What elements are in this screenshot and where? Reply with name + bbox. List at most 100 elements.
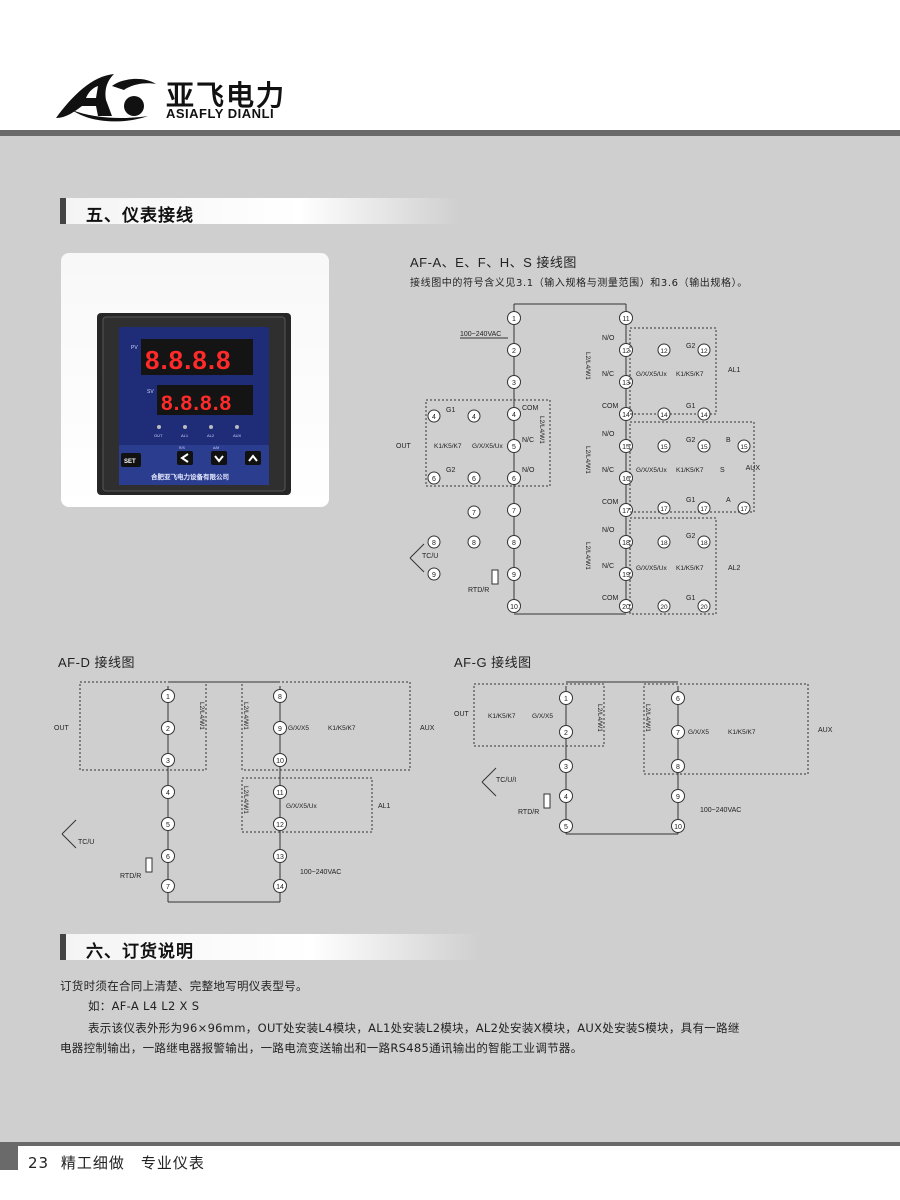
svg-text:18: 18 [622, 540, 630, 547]
svg-text:17: 17 [622, 508, 630, 515]
al2-label: AL2 [728, 565, 741, 572]
svg-text:1: 1 [166, 694, 170, 701]
g-aux-label: AUX [818, 727, 833, 734]
product-photo: PV SV 8.8.8.8 8.8.8.8 OUT AL1 AL2 AUX SE… [61, 253, 329, 507]
aux-nc-label: N/C [602, 467, 614, 474]
diagram-aes-note: 接线图中的符号含义见3.1（输入规格与测量范围）和3.6（输出规格）。 [410, 278, 748, 289]
page-number: 23 [28, 1154, 50, 1172]
svg-text:5: 5 [564, 824, 568, 831]
al1-label: AL1 [728, 367, 741, 374]
out-gx-label: G/X/X5/Ux [472, 443, 503, 450]
svg-text:16: 16 [622, 476, 630, 483]
brand-name-en: ASIAFLY DIANLI [166, 106, 275, 121]
svg-text:14: 14 [276, 884, 284, 891]
svg-text:8: 8 [472, 540, 476, 547]
svg-text:6: 6 [512, 476, 516, 483]
svg-text:2: 2 [166, 726, 170, 733]
page-header: 亚飞电力 ASIAFLY DIANLI [0, 0, 900, 136]
svg-text:15: 15 [622, 444, 630, 451]
module-label-out: L2/L4/W1 [538, 416, 545, 444]
tcu-label: TC/U [422, 553, 438, 560]
aux-a-label: A [726, 497, 731, 504]
svg-text:17: 17 [660, 506, 668, 513]
svg-text:12: 12 [276, 822, 284, 829]
d-module-al1: L2/L4/W1 [242, 786, 249, 814]
d-module-out: L2/L4/W1 [198, 702, 205, 730]
svg-text:9: 9 [512, 572, 516, 579]
footer-divider [0, 1142, 900, 1146]
footer-slogan: 精工细做 专业仪表 [60, 1154, 205, 1172]
terminal-column-right [619, 311, 633, 613]
d-aux-label: AUX [420, 725, 435, 732]
key-am-label: A/M [213, 446, 219, 450]
svg-text:8: 8 [278, 694, 282, 701]
svg-text:7: 7 [676, 730, 680, 737]
d-tcu-label: TC/U [78, 839, 94, 846]
section-5-header: 五、仪表接线 [60, 198, 460, 226]
g-rtd-label: RTD/R [518, 809, 539, 816]
al1-no-label: N/O [602, 335, 615, 342]
svg-text:19: 19 [622, 572, 630, 579]
indicator-al2-label: AL2 [207, 433, 215, 438]
aux-com-label: COM [602, 499, 619, 506]
svg-text:3: 3 [564, 764, 568, 771]
key-rs-label: R/S [179, 446, 186, 450]
svg-text:1: 1 [564, 696, 568, 703]
svg-text:17: 17 [700, 506, 708, 513]
power-label: 100~240VAC [460, 331, 501, 338]
footer-text: 23 精工细做 专业仪表 [28, 1152, 205, 1173]
aux-s-label: S [720, 467, 725, 474]
sv-display: 8.8.8.8 [161, 392, 232, 415]
diagram-g-title: AF-G 接线图 [454, 655, 532, 670]
set-key: SET [124, 459, 136, 465]
svg-text:10: 10 [276, 758, 284, 765]
indicator-aux-label: AUX [233, 433, 242, 438]
svg-text:1: 1 [512, 316, 516, 323]
d-module-aux: L2/L4/W1 [242, 702, 249, 730]
svg-text:6: 6 [472, 476, 476, 483]
section-6-header: 六、订货说明 [60, 934, 480, 962]
svg-text:11: 11 [622, 316, 629, 323]
order-line-2: 如：AF-A L4 L2 X S [88, 999, 200, 1013]
al1-g1-label: G1 [686, 403, 695, 410]
out-k-label: K1/K5/K7 [434, 443, 462, 450]
svg-text:2: 2 [564, 730, 568, 737]
section-5-title: 五、仪表接线 [86, 206, 194, 226]
page-footer: 23 精工细做 专业仪表 [0, 1142, 900, 1200]
g-aux-gx5-label: G/X/X5 [688, 729, 709, 736]
d-gx-label: G/X/X5/Ux [286, 803, 317, 810]
svg-text:4: 4 [166, 790, 170, 797]
svg-text:4: 4 [512, 412, 516, 419]
section-6-title: 六、订货说明 [86, 942, 194, 962]
al2-com-label: COM [602, 595, 619, 602]
aux-gx-label: G/X/X5/Ux [636, 467, 667, 474]
diagram-d-title: AF-D 接线图 [58, 655, 135, 670]
maker-label: 合肥亚飞电力设备有限公司 [150, 472, 229, 481]
g-aux-k-label: K1/K5/K7 [728, 729, 756, 736]
svg-text:17: 17 [740, 506, 748, 513]
svg-text:8: 8 [432, 540, 436, 547]
svg-text:6: 6 [676, 696, 680, 703]
sv-label: SV [147, 389, 154, 395]
al2-k-label: K1/K5/K7 [676, 565, 704, 572]
pv-label: PV [131, 345, 138, 351]
svg-text:20: 20 [660, 604, 668, 611]
al1-com-label: COM [602, 403, 619, 410]
svg-text:3: 3 [512, 380, 516, 387]
aux-b-label: B [726, 437, 731, 444]
svg-text:12: 12 [700, 348, 708, 355]
out-nc-label: N/C [522, 437, 534, 444]
svg-text:10: 10 [674, 824, 682, 831]
svg-text:10: 10 [510, 604, 518, 611]
svg-text:5: 5 [166, 822, 170, 829]
svg-text:15: 15 [700, 444, 708, 451]
order-line-4: 电器控制输出，一路继电器报警输出，一路电流变送输出和一路RS485通讯输出的智能… [60, 1041, 583, 1055]
section-marker [60, 198, 66, 224]
out-com-label: COM [522, 405, 539, 412]
svg-text:5: 5 [512, 444, 516, 451]
pv-display: 8.8.8.8 [145, 345, 232, 375]
al1-g2-label: G2 [686, 343, 695, 350]
